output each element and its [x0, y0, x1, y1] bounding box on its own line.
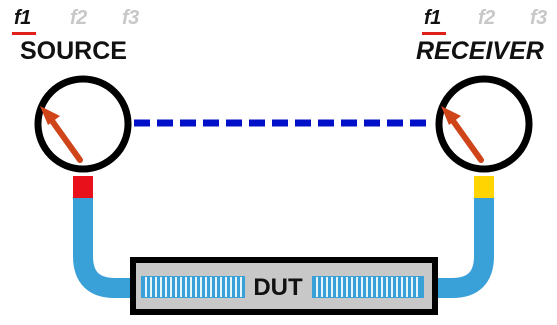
receiver-active-freq-underline	[422, 32, 446, 35]
dut-stripe	[220, 277, 222, 297]
dut-stripe	[230, 277, 232, 297]
dut-stripe	[200, 277, 202, 297]
dut-stripe	[366, 277, 368, 297]
dut-stripe	[341, 277, 343, 297]
dut-stripe	[411, 277, 413, 297]
dut-stripe	[406, 277, 408, 297]
dut-stripe	[145, 277, 147, 297]
dut-stripe	[180, 277, 182, 297]
source-freq-tab-3[interactable]: f3	[122, 7, 139, 29]
source-needle-arrowhead	[40, 106, 60, 125]
dut-label: DUT	[253, 274, 303, 301]
receiver-freq-tab-1[interactable]: f1	[424, 7, 441, 29]
dut-stripe	[170, 277, 172, 297]
source-needle	[47, 115, 83, 163]
dut-stripe	[381, 277, 383, 297]
dut-stripe	[165, 277, 167, 297]
dut-stripes-left	[145, 277, 242, 297]
dut-stripe	[376, 277, 378, 297]
receiver-connector	[474, 176, 494, 198]
receiver-freq-tab-2[interactable]: f2	[478, 7, 495, 29]
dut-stripe	[185, 277, 187, 297]
dut-stripe	[210, 277, 212, 297]
source-active-freq-underline	[12, 32, 36, 35]
source-freq-tab-1[interactable]: f1	[14, 7, 31, 29]
dut-stripe	[190, 277, 192, 297]
receiver-dial	[435, 75, 533, 173]
dut-stripe	[205, 277, 207, 297]
dut-stripe	[371, 277, 373, 297]
dut-stripe	[225, 277, 227, 297]
dut-stripe	[331, 277, 333, 297]
dut-stripe	[346, 277, 348, 297]
source-freq-tab-2[interactable]: f2	[70, 7, 87, 29]
dut-stripe	[351, 277, 353, 297]
dut-stripe	[235, 277, 237, 297]
dut-stripe	[155, 277, 157, 297]
receiver-needle-arrowhead	[441, 106, 461, 125]
receiver-needle	[448, 115, 484, 163]
dut-stripe	[175, 277, 177, 297]
dut-stripe	[160, 277, 162, 297]
dut-stripe	[326, 277, 328, 297]
dut-stripe	[321, 277, 323, 297]
source-connector	[73, 176, 93, 198]
dut-stripe	[401, 277, 403, 297]
cable	[73, 198, 494, 298]
dut-stripe	[386, 277, 388, 297]
receiver-freq-tab-3[interactable]: f3	[530, 7, 547, 29]
dut-stripes-right	[316, 277, 418, 297]
dut-stripe	[361, 277, 363, 297]
dut-stripe	[416, 277, 418, 297]
dut-stripe	[391, 277, 393, 297]
dut-stripe	[316, 277, 318, 297]
dut-box	[130, 257, 438, 315]
receiver-label: RECEIVER	[416, 37, 544, 65]
dut-stripe	[150, 277, 152, 297]
source-label: SOURCE	[20, 37, 127, 65]
source-dial	[34, 75, 132, 173]
dut-stripe	[240, 277, 242, 297]
dut-stripe	[396, 277, 398, 297]
dut-stripe	[356, 277, 358, 297]
dut-stripe	[336, 277, 338, 297]
dut-stripe	[215, 277, 217, 297]
dut-stripe	[195, 277, 197, 297]
